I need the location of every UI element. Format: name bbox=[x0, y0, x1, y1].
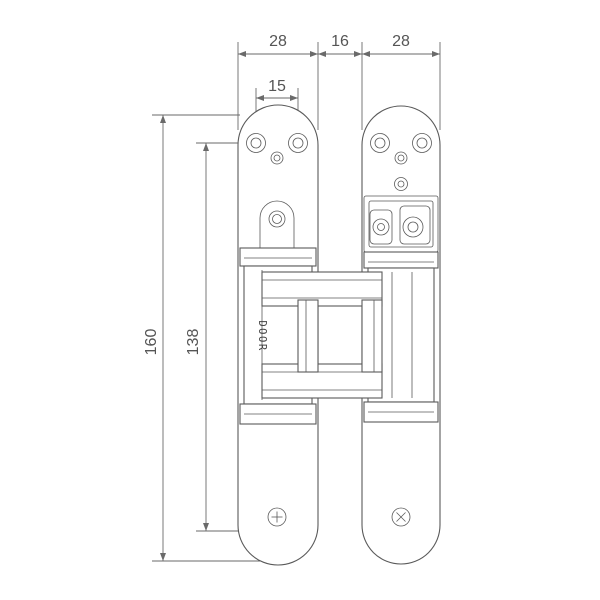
door-stamp-label: DOOR bbox=[256, 320, 268, 351]
dimension-top-left: 28 bbox=[269, 33, 287, 50]
dimension-gap: 16 bbox=[331, 33, 349, 50]
dimension-hole-height: 138 bbox=[185, 329, 202, 356]
dimension-top-right: 28 bbox=[392, 33, 410, 50]
dimension-hole-spacing: 15 bbox=[268, 78, 286, 95]
hinge-mechanism: DOOR bbox=[239, 247, 439, 425]
dimension-overall-height: 160 bbox=[143, 329, 160, 356]
